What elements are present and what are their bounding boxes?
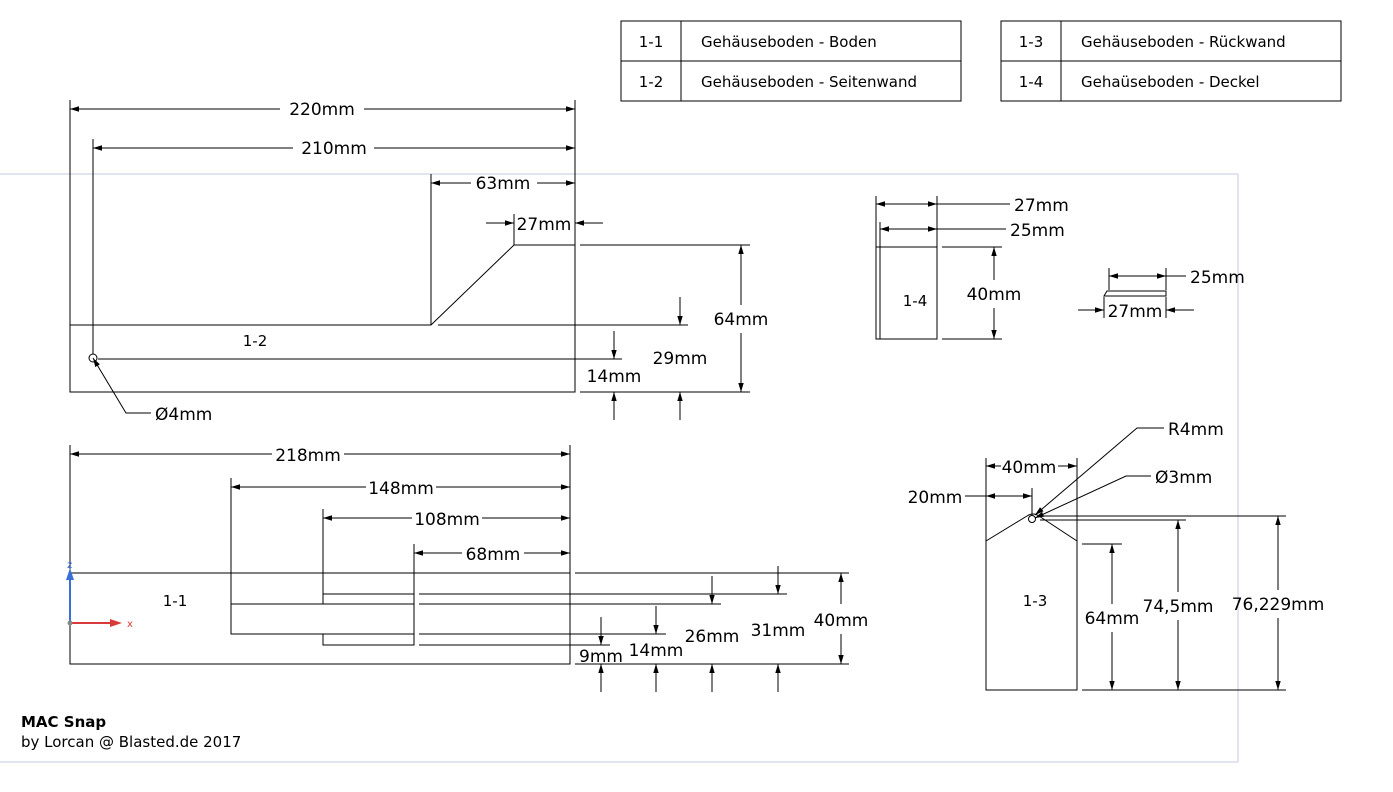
dim-218: 218mm xyxy=(275,446,341,466)
parts-table-name: Gehäuseboden - Rückwand xyxy=(1081,33,1286,51)
parts-table-name: Gehäuseboden - Boden xyxy=(701,33,877,51)
dim-dia-4: Ø4mm xyxy=(155,405,212,425)
part-1-2-view: 1-2 220mm 210mm 63mm 27mm 64mm xyxy=(69,100,769,425)
parts-table-id: 1-3 xyxy=(1019,33,1044,51)
axis-z-label: z xyxy=(67,560,72,571)
dim-40: 40mm xyxy=(1002,458,1057,478)
parts-table-id: 1-2 xyxy=(639,73,664,91)
part-1-1-slot xyxy=(230,593,415,646)
dim-64: 64mm xyxy=(1085,609,1140,629)
part-1-1-view: 1-1 218mm 148mm 108mm 68mm 9mm xyxy=(66,445,868,692)
dim-108: 108mm xyxy=(414,510,480,530)
dim-14: 14mm xyxy=(629,641,684,661)
part-1-3-hole xyxy=(1028,515,1036,523)
part-1-3-outline xyxy=(985,513,1078,691)
dim-9: 9mm xyxy=(579,647,623,667)
drawing-title: MAC Snap xyxy=(21,713,106,731)
dim-74-5: 74,5mm xyxy=(1143,597,1214,617)
dim-26: 26mm xyxy=(685,627,740,647)
dim-148: 148mm xyxy=(368,479,434,499)
parts-table-id: 1-4 xyxy=(1019,73,1044,91)
part-1-4-label: 1-4 xyxy=(903,292,928,310)
part-1-2-outline xyxy=(69,244,576,393)
dim-27: 27mm xyxy=(1014,196,1069,216)
drawing-author: by Lorcan @ Blasted.de 2017 xyxy=(21,733,241,751)
part-1-2-label: 1-2 xyxy=(243,332,268,350)
dim-68: 68mm xyxy=(466,545,521,565)
part-1-3-view: 1-3 40mm 20mm R4mm Ø3mm 64mm 74,5mm xyxy=(908,420,1325,691)
dim-63: 63mm xyxy=(476,174,531,194)
sheet-frame xyxy=(0,173,1239,763)
dim-29: 29mm xyxy=(653,349,708,369)
part-1-1-label: 1-1 xyxy=(163,592,188,610)
dim-25: 25mm xyxy=(1190,268,1245,288)
part-1-3-label: 1-3 xyxy=(1023,592,1048,610)
axis-x-label: x xyxy=(127,619,133,630)
dim-14: 14mm xyxy=(587,367,642,387)
dim-r4: R4mm xyxy=(1168,420,1224,440)
axis-triad: z x xyxy=(66,560,133,630)
dim-31: 31mm xyxy=(751,621,806,641)
parts-table-name: Gehaüseboden - Deckel xyxy=(1081,73,1260,91)
dim-25: 25mm xyxy=(1010,221,1065,241)
part-1-4-outline xyxy=(875,246,938,340)
dim-40: 40mm xyxy=(967,285,1022,305)
dim-76-229: 76,229mm xyxy=(1232,595,1325,615)
parts-table-id: 1-1 xyxy=(639,33,664,51)
title-block: MAC Snap by Lorcan @ Blasted.de 2017 xyxy=(21,713,241,751)
dim-40: 40mm xyxy=(814,611,869,631)
dim-dia-3: Ø3mm xyxy=(1155,468,1212,488)
dim-210: 210mm xyxy=(301,139,367,159)
part-1-4-view: 1-4 27mm 25mm 40mm 25mm 27mm xyxy=(875,196,1245,340)
dim-27: 27mm xyxy=(517,215,572,235)
dim-220: 220mm xyxy=(289,100,355,120)
parts-table-name: Gehäuseboden - Seitenwand xyxy=(701,73,917,91)
dim-64: 64mm xyxy=(714,310,769,330)
part-1-1-outline xyxy=(69,572,571,665)
part-1-4-side xyxy=(1103,290,1167,297)
dim-27: 27mm xyxy=(1108,302,1163,322)
dim-20: 20mm xyxy=(908,488,963,508)
parts-table: 1-1 Gehäuseboden - Boden 1-2 Gehäusebode… xyxy=(620,20,1342,102)
